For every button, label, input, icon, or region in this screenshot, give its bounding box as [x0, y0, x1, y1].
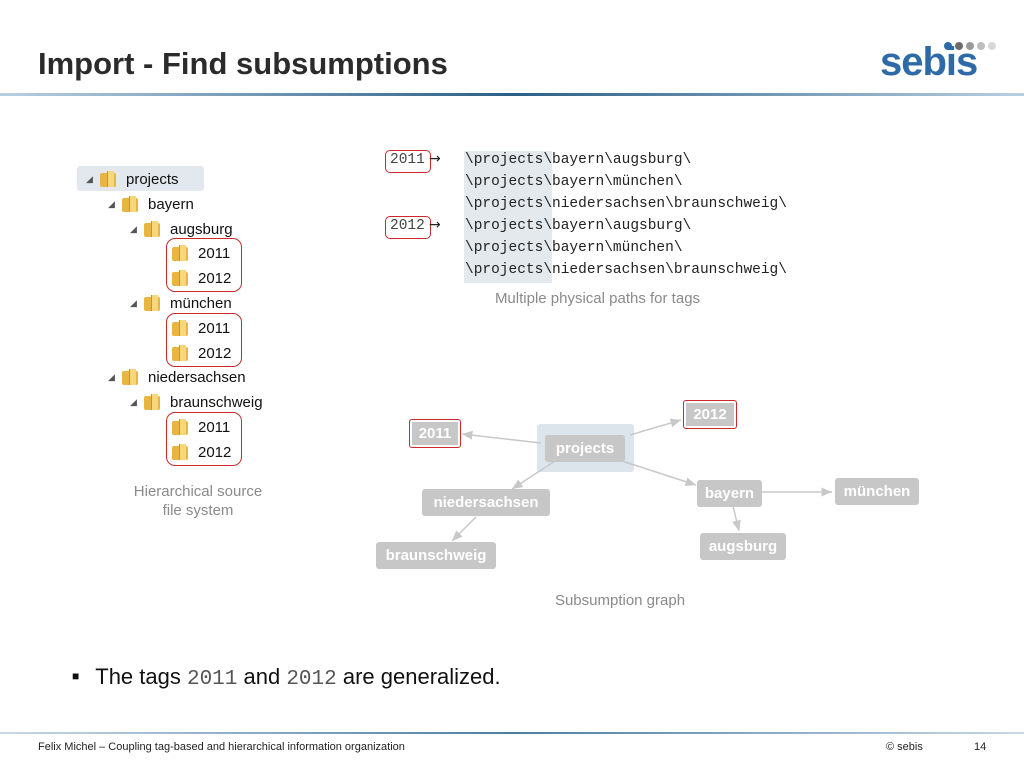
- tag-2012-label: 2012: [390, 218, 425, 234]
- page-number: 14: [974, 741, 987, 753]
- tree-item-label: 2011: [198, 244, 231, 262]
- tree-item-2011[interactable]: 2011: [172, 317, 230, 339]
- graph-caption: Subsumption graph: [554, 592, 686, 609]
- folder-icon: [172, 245, 190, 261]
- folder-icon: [172, 270, 190, 286]
- path-line: \projects\niedersachsen\braunschweig\: [465, 196, 787, 212]
- edge-bayern-augsburg: [732, 505, 741, 532]
- logo-dot-icon: [988, 42, 996, 50]
- tree-item-projects[interactable]: ◢ projects: [86, 168, 179, 190]
- tree-item-label: 2011: [198, 418, 231, 436]
- logo-dot-icon: [944, 42, 952, 50]
- tag-2012-box: [385, 216, 431, 239]
- tree-root-highlight: [77, 166, 204, 191]
- tree-item-label: augsburg: [170, 220, 233, 238]
- edge-projects-bayern: [621, 460, 697, 487]
- bullet-tag-2012: 2012: [286, 668, 337, 691]
- tree-caption: Hierarchical source file system: [108, 483, 288, 519]
- path-line: \projects\bayern\augsburg\: [465, 152, 692, 168]
- paths-caption: Multiple physical paths for tags: [494, 290, 701, 307]
- folder-icon: [172, 345, 190, 361]
- tree-item-niedersachsen[interactable]: ◢ niedersachsen: [108, 366, 246, 388]
- tree-item-2012[interactable]: 2012: [172, 342, 231, 364]
- tree-item-muenchen[interactable]: ◢ münchen: [130, 292, 232, 314]
- folder-icon: [122, 196, 140, 212]
- footer-divider: [0, 732, 1024, 734]
- tree-item-label: projects: [126, 170, 179, 188]
- folder-icon: [122, 369, 140, 385]
- folder-icon: [172, 419, 190, 435]
- arrow-icon: →: [429, 217, 441, 233]
- arrow-icon: →: [429, 151, 441, 167]
- path-line: \projects\niedersachsen\braunschweig\: [465, 262, 787, 278]
- tag-2011-label: 2011: [390, 152, 425, 168]
- bullet-suffix: are generalized.: [336, 664, 501, 689]
- graph-node-2011[interactable]: 2011: [409, 419, 461, 448]
- slide-title: Import - Find subsumptions: [38, 46, 448, 81]
- logo-dot-icon: [966, 42, 974, 50]
- edge-niedersachsen-braunschweig: [451, 516, 477, 542]
- path-line: \projects\bayern\münchen\: [465, 174, 683, 190]
- edge-projects-2011: [461, 430, 542, 444]
- tree-item-label: niedersachsen: [148, 368, 246, 386]
- projects-column-highlight: [464, 151, 552, 283]
- tree-item-label: 2012: [198, 443, 232, 461]
- tree-caption-line1: Hierarchical source: [133, 483, 263, 500]
- graph-node-projects[interactable]: projects: [545, 435, 625, 462]
- graph-node-niedersachsen[interactable]: niedersachsen: [422, 489, 550, 516]
- folder-icon: [144, 295, 162, 311]
- tree-item-label: 2012: [198, 344, 232, 362]
- bullet-square-icon: ■: [72, 669, 80, 683]
- tag-highlight-box: [166, 412, 242, 466]
- logo-dot-icon: [977, 42, 985, 50]
- expand-triangle-icon[interactable]: ◢: [130, 223, 137, 234]
- path-line: \projects\bayern\münchen\: [465, 240, 683, 256]
- tree-item-augsburg[interactable]: ◢ augsburg: [130, 218, 233, 240]
- tree-item-label: 2012: [198, 269, 232, 287]
- tree-item-label: münchen: [170, 294, 232, 312]
- tree-item-label: bayern: [148, 195, 194, 213]
- header-divider: [0, 93, 1024, 96]
- edge-projects-2012: [629, 418, 682, 436]
- graph-node-muenchen[interactable]: münchen: [835, 478, 919, 505]
- bullet-prefix: The tags: [95, 664, 187, 689]
- footer-copyright: © sebis: [886, 741, 923, 753]
- tree-item-braunschweig[interactable]: ◢ braunschweig: [130, 391, 263, 413]
- footer-author: Felix Michel – Coupling tag-based and hi…: [38, 741, 405, 753]
- edge-projects-niedersachsen: [511, 460, 556, 490]
- expand-triangle-icon[interactable]: ◢: [130, 297, 137, 308]
- expand-triangle-icon[interactable]: ◢: [86, 173, 93, 184]
- tree-item-bayern[interactable]: ◢ bayern: [108, 193, 194, 215]
- folder-icon: [144, 221, 162, 237]
- folder-icon: [100, 171, 118, 187]
- expand-triangle-icon[interactable]: ◢: [108, 198, 115, 209]
- expand-triangle-icon[interactable]: ◢: [130, 396, 137, 407]
- tree-item-label: braunschweig: [170, 393, 263, 411]
- expand-triangle-icon[interactable]: ◢: [108, 371, 115, 382]
- tree-caption-line2: file system: [162, 502, 234, 519]
- tree-item-2012[interactable]: 2012: [172, 441, 231, 463]
- tree-item-2011[interactable]: 2011: [172, 416, 230, 438]
- bullet-middle: and: [237, 664, 287, 689]
- graph-node-bayern[interactable]: bayern: [697, 480, 762, 507]
- path-line: \projects\bayern\augsburg\: [465, 218, 692, 234]
- tag-highlight-box: [166, 313, 242, 367]
- graph-node-2012[interactable]: 2012: [683, 400, 737, 429]
- graph-node-augsburg[interactable]: augsburg: [700, 533, 786, 560]
- folder-icon: [144, 394, 162, 410]
- sebis-logo: sebis: [880, 38, 1005, 88]
- tree-item-label: 2011: [198, 319, 231, 337]
- folder-icon: [172, 444, 190, 460]
- tree-item-2011[interactable]: 2011: [172, 242, 230, 264]
- folder-icon: [172, 320, 190, 336]
- graph-node-braunschweig[interactable]: braunschweig: [376, 542, 496, 569]
- logo-dot-icon: [955, 42, 963, 50]
- tag-highlight-box: [166, 238, 242, 292]
- bullet-tag-2011: 2011: [186, 668, 238, 691]
- tag-2011-box: [385, 150, 431, 173]
- bullet-point: ■ The tags 2011 and 2012 are generalized.: [72, 664, 501, 691]
- tree-item-2012[interactable]: 2012: [172, 267, 231, 289]
